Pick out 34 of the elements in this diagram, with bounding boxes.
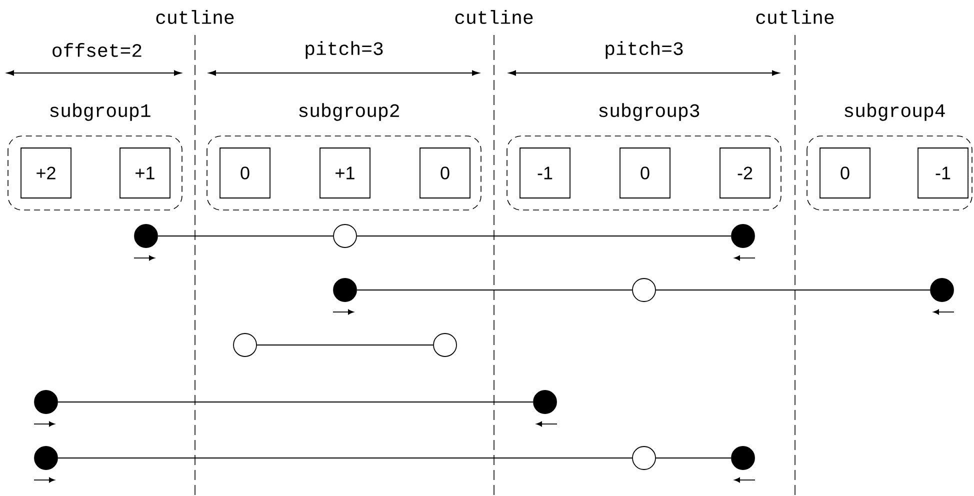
label: pitch=3	[606, 41, 683, 59]
filled-dot	[134, 224, 158, 248]
label: cutline	[455, 10, 533, 24]
open-circle	[233, 333, 257, 357]
filled-dot	[731, 446, 755, 470]
label: cutline	[756, 10, 834, 24]
value-box: 0	[820, 148, 870, 198]
node-label: subgroup1	[50, 103, 150, 121]
filled-dot	[930, 278, 954, 302]
value-box: +1	[120, 148, 170, 198]
filled-dot	[731, 224, 755, 248]
filled-dot	[533, 390, 557, 414]
value-box: -1	[918, 148, 968, 198]
open-circle	[333, 224, 357, 248]
filled-dot	[333, 278, 357, 302]
value-box: +2	[20, 148, 72, 198]
label: pitch=3	[306, 41, 383, 59]
filled-dot	[34, 446, 58, 470]
value-box: 0	[420, 148, 470, 198]
open-circle	[632, 278, 656, 302]
value-box: -1	[520, 148, 570, 198]
label: offset=2	[52, 43, 142, 57]
value-box: 0	[620, 148, 670, 198]
label: cutline	[156, 10, 234, 24]
node-label: subgroup3	[599, 103, 700, 121]
connector-line	[256, 344, 434, 346]
node-label: subgroup4	[844, 103, 945, 121]
open-circle	[632, 446, 656, 470]
value-box: 0	[220, 148, 270, 198]
value-box: +1	[320, 148, 370, 198]
value-box: -2	[720, 148, 770, 198]
open-circle	[433, 333, 457, 357]
filled-dot	[34, 390, 58, 414]
node-label: subgroup2	[299, 103, 399, 121]
